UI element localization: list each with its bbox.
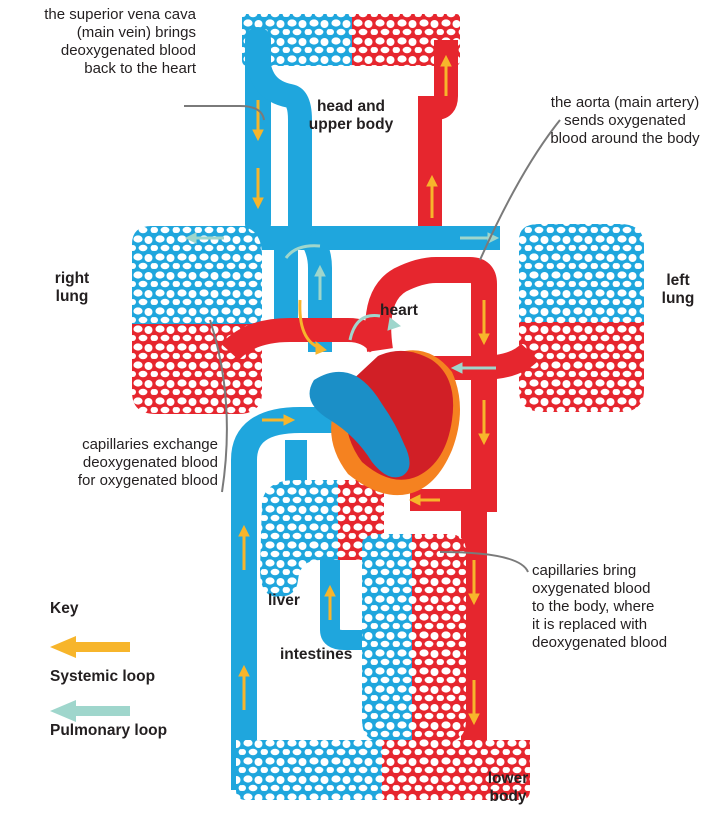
key-systemic-label: Systemic loop xyxy=(50,668,155,686)
lower-body-label: lower body xyxy=(478,770,538,806)
heart-label: heart xyxy=(380,302,418,320)
left-lung xyxy=(517,222,647,414)
lower-veins xyxy=(244,420,366,790)
right-lung-label: right lung xyxy=(42,270,102,306)
intestines-label: intestines xyxy=(280,646,352,664)
key-systemic-arrow xyxy=(50,636,130,658)
liver-label: liver xyxy=(268,592,300,610)
head-label: head and upper body xyxy=(296,98,406,134)
key-pulmonary-label: Pulmonary loop xyxy=(50,722,167,740)
heart xyxy=(310,350,460,495)
key-pulmonary-arrow xyxy=(50,700,130,722)
capillaries-exchange-label: capillaries exchange deoxygenated blood … xyxy=(10,436,218,490)
aorta-label: the aorta (main artery) sends oxygenated… xyxy=(536,94,714,148)
left-lung-label: left lung xyxy=(648,272,708,308)
vena-cava-label: the superior vena cava (main vein) bring… xyxy=(10,6,196,78)
key-title: Key xyxy=(50,600,78,618)
capillaries-body-label: capillaries bring oxygenated blood to th… xyxy=(532,562,712,652)
intestines xyxy=(360,532,468,744)
right-lung xyxy=(130,224,264,416)
